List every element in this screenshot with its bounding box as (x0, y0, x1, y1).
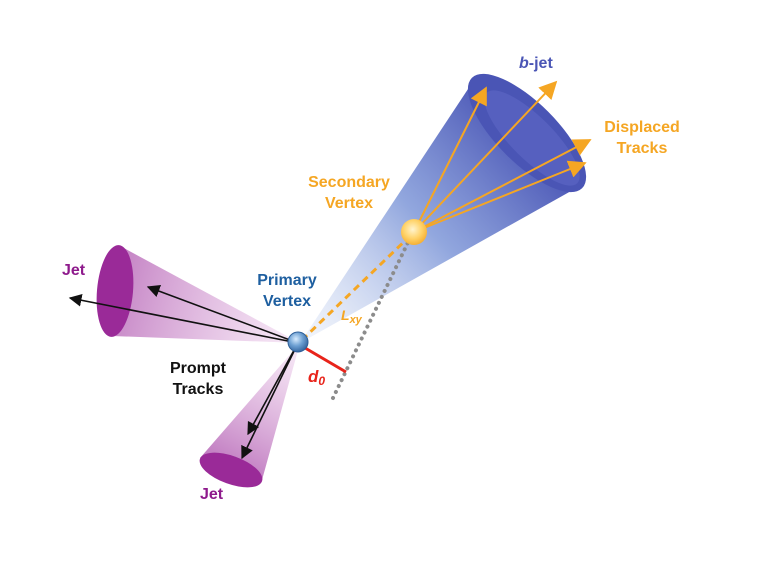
primary-vertex (287, 331, 309, 353)
displaced-track (413, 80, 558, 233)
bjet-cone-opening (484, 90, 580, 186)
jet-left-label: Jet (62, 262, 86, 279)
jet-left-cone-rim (96, 245, 134, 337)
prompt-tracks (68, 285, 299, 460)
d0-label-sub: 0 (318, 374, 325, 388)
displaced-track (413, 139, 592, 233)
secondary-vertex-label-line1: Secondary (308, 174, 390, 191)
d0-impact-parameter-line (299, 343, 347, 374)
displaced-track (413, 160, 587, 233)
d0-label: d0 (308, 367, 325, 388)
prompt-tracks-label-line1: Prompt (170, 360, 227, 377)
jet-left-cone (112, 246, 300, 343)
sv-reference-dotted-line (331, 228, 416, 400)
prompt-tracks-label-line2: Tracks (173, 381, 224, 398)
lxy-dashed-line (300, 234, 412, 342)
prompt-track (247, 342, 299, 436)
displaced-tracks (413, 80, 592, 233)
lxy-label-main: L (341, 307, 350, 323)
jet-bottom-cone (200, 343, 300, 480)
secondary-vertex (401, 219, 427, 245)
prompt-track (146, 285, 299, 344)
bjet-label: b-jet (519, 55, 553, 72)
lxy-label-sub: xy (349, 314, 363, 326)
displaced-tracks-label-line2: Tracks (617, 140, 668, 157)
jet-bottom-label: Jet (200, 486, 224, 503)
prompt-track (68, 293, 299, 344)
d0-label-main: d (308, 367, 319, 386)
secondary-vertex-label-line2: Vertex (325, 195, 373, 212)
primary-vertex-label-line1: Primary (257, 272, 317, 289)
prompt-track (241, 342, 299, 460)
bjet-label-b: b (519, 55, 529, 72)
bjet-label-rest: -jet (529, 55, 554, 72)
displaced-tracks-label-line1: Displaced (604, 119, 680, 136)
primary-vertex-label-line2: Vertex (263, 293, 311, 310)
displaced-track (413, 86, 487, 233)
lxy-label: Lxy (341, 307, 363, 326)
jet-bottom-cone-rim (199, 452, 263, 488)
